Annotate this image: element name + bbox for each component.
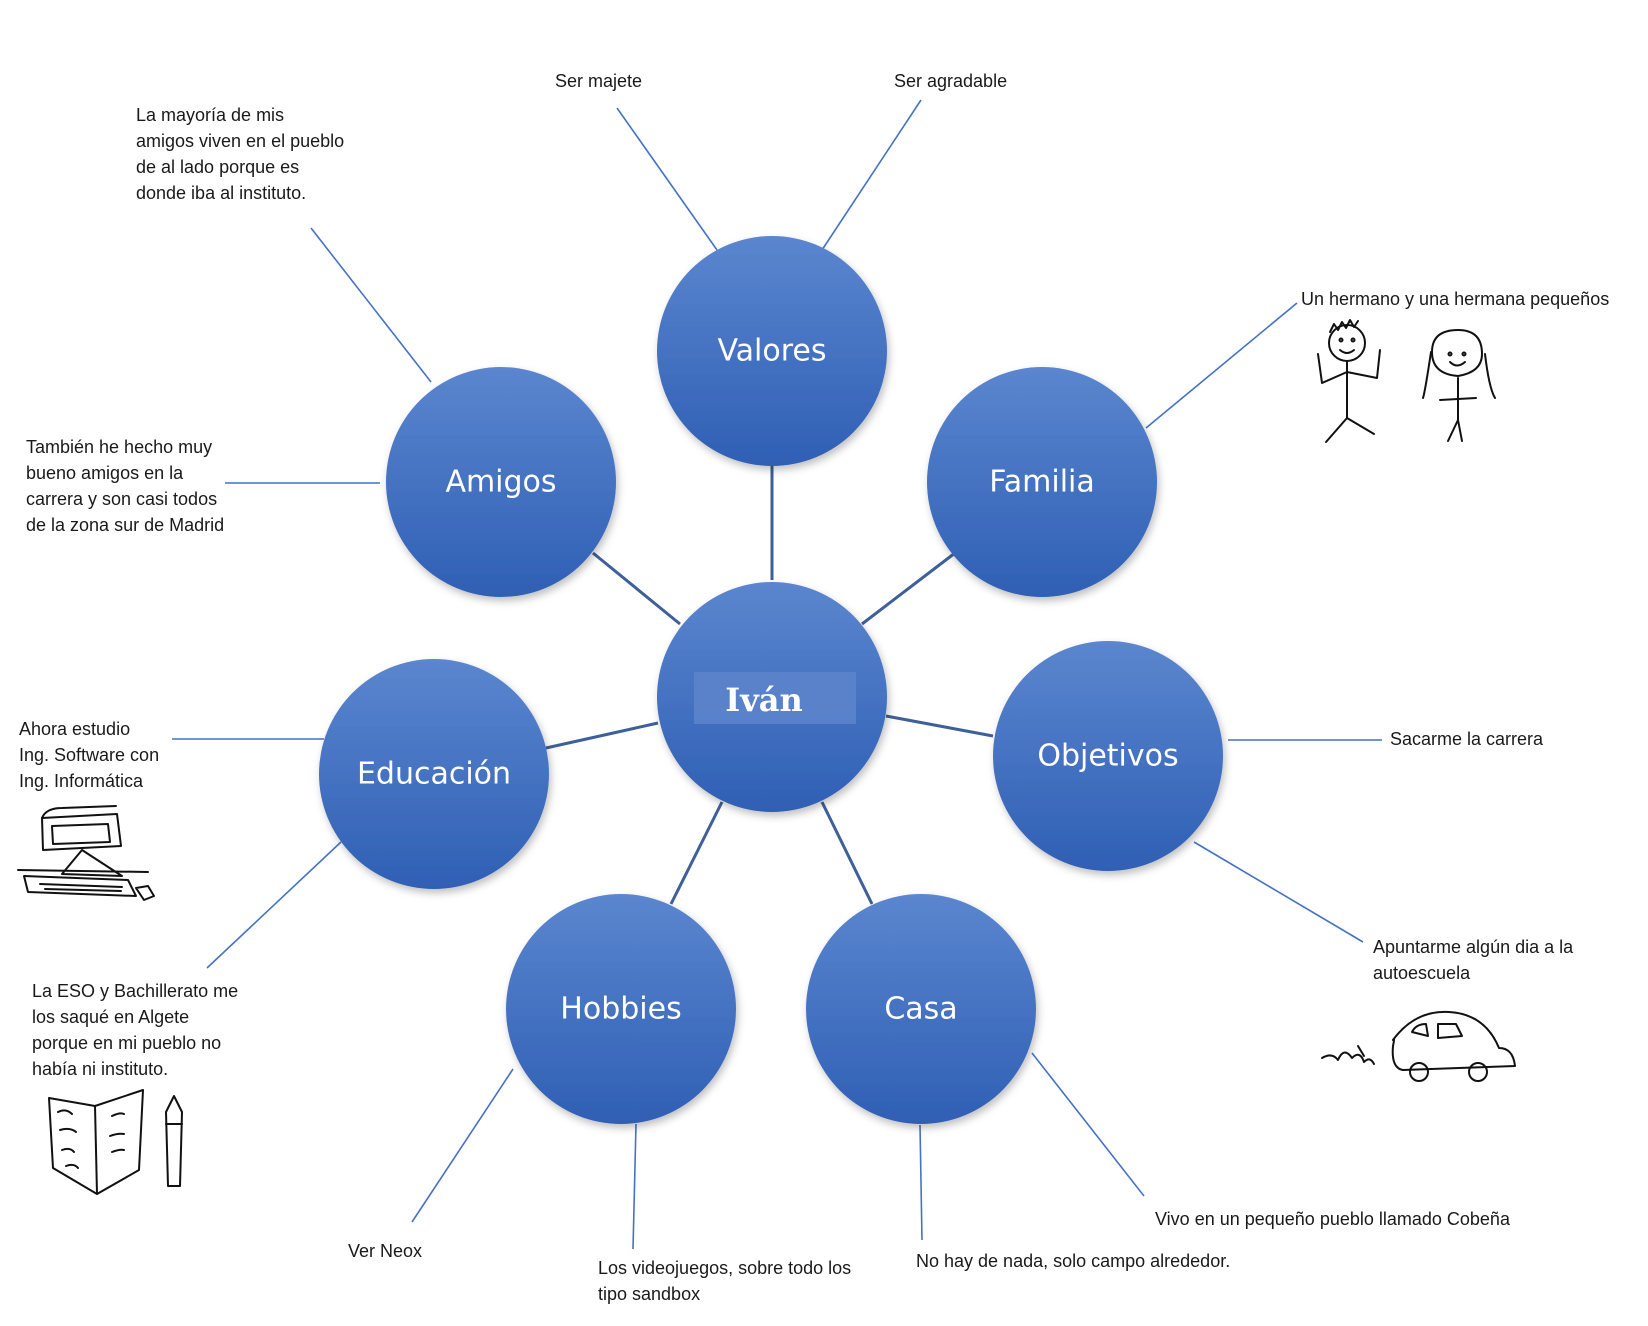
- note-line-ser-majete: [616, 107, 718, 251]
- note-line-text: tipo sandbox: [598, 1284, 701, 1304]
- note-line-hobbies-neox: [411, 1068, 514, 1223]
- node-label-objetivos: Objetivos: [1037, 739, 1178, 774]
- note-line-text: Apuntarme algún dia a la: [1373, 937, 1574, 957]
- note-line-text: La mayoría de mis: [136, 105, 285, 125]
- note-casa-pueblo: Vivo en un pequeño pueblo llamado Cobeña: [1155, 1206, 1510, 1232]
- note-line-casa-pueblo: [1031, 1052, 1145, 1197]
- note-line-text: había ni instituto.: [32, 1059, 169, 1079]
- note-line-text: Ver Neox: [348, 1241, 423, 1261]
- note-line-text: de al lado porque es: [136, 157, 300, 177]
- node-label-amigos: Amigos: [445, 465, 556, 500]
- note-line-text: Sacarme la carrera: [1390, 729, 1544, 749]
- note-line-familia: [1145, 302, 1298, 429]
- note-educacion-eso: La ESO y Bachillerato me los saqué en Al…: [32, 978, 238, 1082]
- note-line-text: de la zona sur de Madrid: [26, 515, 225, 535]
- stick-figure-sister-icon: [1422, 329, 1496, 442]
- note-hobbies-videojuegos: Los videojuegos, sobre todo los tipo san…: [598, 1255, 851, 1307]
- connector-familia: [861, 551, 956, 626]
- stick-figure-brother-icon: [1317, 319, 1381, 443]
- note-objetivos-autoescuela: Apuntarme algún dia a la autoescuela: [1373, 934, 1573, 986]
- note-line-text: Ser agradable: [894, 71, 1008, 91]
- center-label-box: [694, 672, 856, 724]
- node-amigos: Amigos: [386, 367, 616, 597]
- note-line-casa-nada: [919, 1124, 923, 1241]
- note-amigos-pueblo: La mayoría de mis amigos viven en el pue…: [136, 102, 344, 206]
- node-valores: Valores: [657, 236, 887, 466]
- note-line-text: Ing. Software con: [19, 745, 160, 765]
- note-line-text: Vivo en un pequeño pueblo llamado Cobeña: [1155, 1209, 1510, 1229]
- note-line-ser-agradable: [821, 99, 922, 251]
- note-line-hobbies-videojuegos: [632, 1123, 637, 1250]
- node-label-valores: Valores: [717, 334, 826, 369]
- connector-educacion: [545, 721, 659, 750]
- note-line-obj-autoescuela: [1193, 841, 1364, 943]
- note-line-text: Un hermano y una hermana pequeños: [1301, 289, 1610, 309]
- node-hobbies: Hobbies: [506, 894, 736, 1124]
- node-label-casa: Casa: [884, 992, 957, 1027]
- node-familia: Familia: [927, 367, 1157, 597]
- node-objetivos: Objetivos: [993, 641, 1223, 871]
- node-center: Iván: [657, 582, 887, 812]
- note-line-text: Los videojuegos, sobre todo los: [598, 1258, 852, 1278]
- note-line-amigos-pueblo: [310, 227, 432, 383]
- note-line-text: La ESO y Bachillerato me: [32, 981, 239, 1001]
- note-line-text: amigos viven en el pueblo: [136, 131, 345, 151]
- note-line-text: autoescuela: [1373, 963, 1471, 983]
- note-line-edu-eso: [206, 841, 342, 969]
- center-label: Iván: [725, 681, 803, 719]
- note-connectors: [172, 99, 1382, 1250]
- node-label-hobbies: Hobbies: [560, 992, 681, 1027]
- note-line-text: porque en mi pueblo no: [32, 1033, 222, 1053]
- connector-objetivos: [885, 714, 994, 738]
- note-hobbies-neox: Ver Neox: [348, 1238, 422, 1264]
- note-line-text: Ser majete: [555, 71, 643, 91]
- note-objetivos-carrera: Sacarme la carrera: [1390, 726, 1543, 752]
- computer-drawing-icon: [17, 805, 155, 901]
- note-line-text: donde iba al instituto.: [136, 183, 307, 203]
- connector-casa: [820, 801, 874, 905]
- node-educacion: Educación: [319, 659, 549, 889]
- note-line-text: carrera y son casi todos: [26, 489, 218, 509]
- hub-connectors: [545, 466, 994, 905]
- note-line-text: Ing. Informática: [19, 771, 144, 791]
- note-line-text: bueno amigos en la: [26, 463, 184, 483]
- node-label-familia: Familia: [989, 465, 1095, 500]
- note-ser-majete: Ser majete: [555, 68, 642, 94]
- notebook-pencil-icon: [48, 1089, 183, 1195]
- note-line-text: No hay de nada, solo campo alrededor.: [916, 1251, 1231, 1271]
- connector-hobbies: [669, 801, 724, 905]
- note-ser-agradable: Ser agradable: [894, 68, 1007, 94]
- connector-amigos: [592, 551, 681, 626]
- note-educacion-estudio: Ahora estudio Ing. Software con Ing. Inf…: [19, 716, 159, 794]
- note-line-text: los saqué en Algete: [32, 1007, 190, 1027]
- note-familia-hermanos: Un hermano y una hermana pequeños: [1301, 286, 1609, 312]
- node-label-educacion: Educación: [357, 757, 511, 792]
- car-drawing-icon: [1321, 1010, 1516, 1082]
- note-line-text: También he hecho muy: [26, 437, 213, 457]
- note-amigos-carrera: También he hecho muy bueno amigos en la …: [26, 434, 224, 538]
- note-line-text: Ahora estudio: [19, 719, 131, 739]
- note-casa-nada: No hay de nada, solo campo alrededor.: [916, 1248, 1230, 1274]
- node-casa: Casa: [806, 894, 1036, 1124]
